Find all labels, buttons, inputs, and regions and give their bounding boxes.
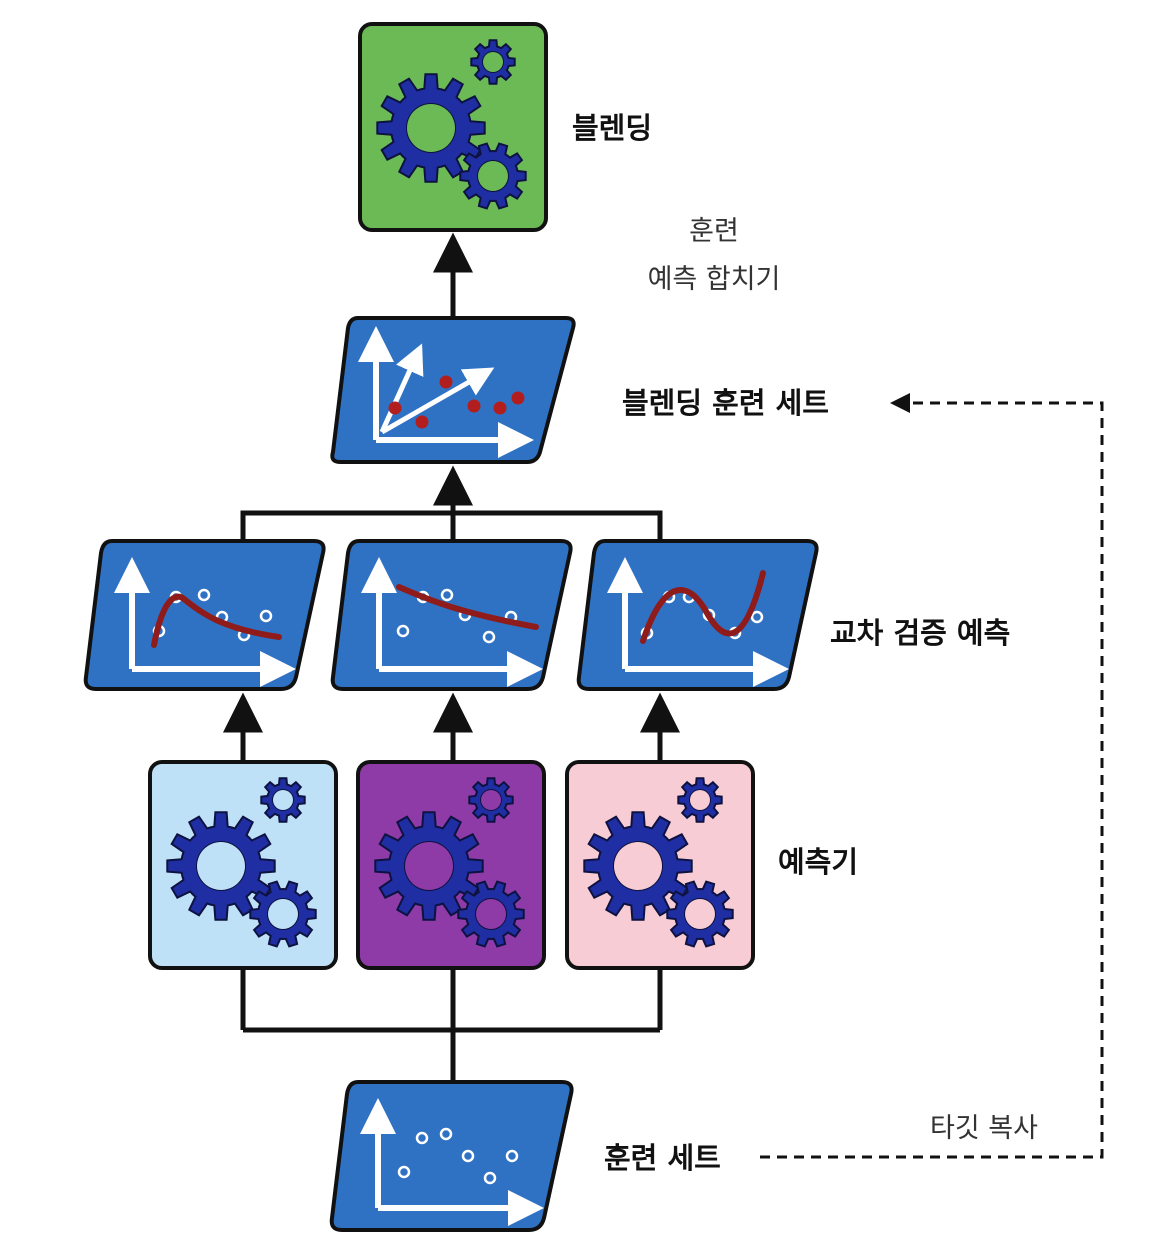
gears-icon <box>376 39 527 210</box>
predictor-box-3 <box>565 760 755 970</box>
prediction-curve <box>151 593 282 648</box>
data-point <box>396 624 410 638</box>
prediction-curve <box>640 570 766 644</box>
data-point <box>505 1149 519 1163</box>
fitted-curve-icon <box>607 557 789 687</box>
blend-data-point <box>415 415 429 429</box>
cv-prediction-box-3 <box>576 539 819 691</box>
data-point <box>439 1127 453 1141</box>
training-set-to-predictors-line <box>240 968 663 1088</box>
fitted-curve-icon <box>361 557 543 687</box>
cv-prediction-box-2 <box>330 539 573 691</box>
data-point <box>440 588 454 602</box>
connectors <box>223 232 680 1088</box>
blender-box <box>358 22 548 232</box>
train-label: 훈련 <box>689 216 739 247</box>
blending-training-set-label: 블렌딩 훈련 세트 <box>622 386 829 420</box>
data-point <box>197 588 211 602</box>
data-point <box>461 1149 475 1163</box>
blender-label: 블렌딩 <box>572 111 652 145</box>
data-point <box>259 609 273 623</box>
blend-data-point <box>493 401 507 415</box>
data-point <box>483 1171 497 1185</box>
data-point <box>482 630 496 644</box>
gears-icon <box>583 777 734 948</box>
blend-data-point <box>511 391 525 405</box>
predictor-box-1 <box>148 760 338 970</box>
blend-data-point <box>388 401 402 415</box>
gears-icon <box>166 777 317 948</box>
fitted-curve-icon <box>114 557 296 687</box>
merge-predictions-label: 예측 합치기 <box>648 264 781 295</box>
target-copy-label: 타깃 복사 <box>930 1113 1038 1144</box>
blending-training-set-box <box>330 316 576 464</box>
cv-predictions-label: 교차 검증 예측 <box>830 616 1010 650</box>
gears-icon <box>374 777 525 948</box>
scatter-plot-icon <box>360 1098 544 1226</box>
predictors-label: 예측기 <box>778 845 858 879</box>
blend-data-point <box>467 399 481 413</box>
data-point <box>750 610 764 624</box>
data-point <box>397 1165 411 1179</box>
target-copy-arrow <box>760 393 1104 1159</box>
data-point <box>415 1131 429 1145</box>
blending-set-scatter-icon <box>358 326 534 458</box>
training-set-box <box>329 1080 574 1232</box>
training-set-label: 훈련 세트 <box>604 1141 721 1175</box>
prediction-curve <box>396 584 539 630</box>
predictor-box-2 <box>356 760 546 970</box>
blend-data-point <box>439 375 453 389</box>
cv-prediction-box-1 <box>83 539 326 691</box>
